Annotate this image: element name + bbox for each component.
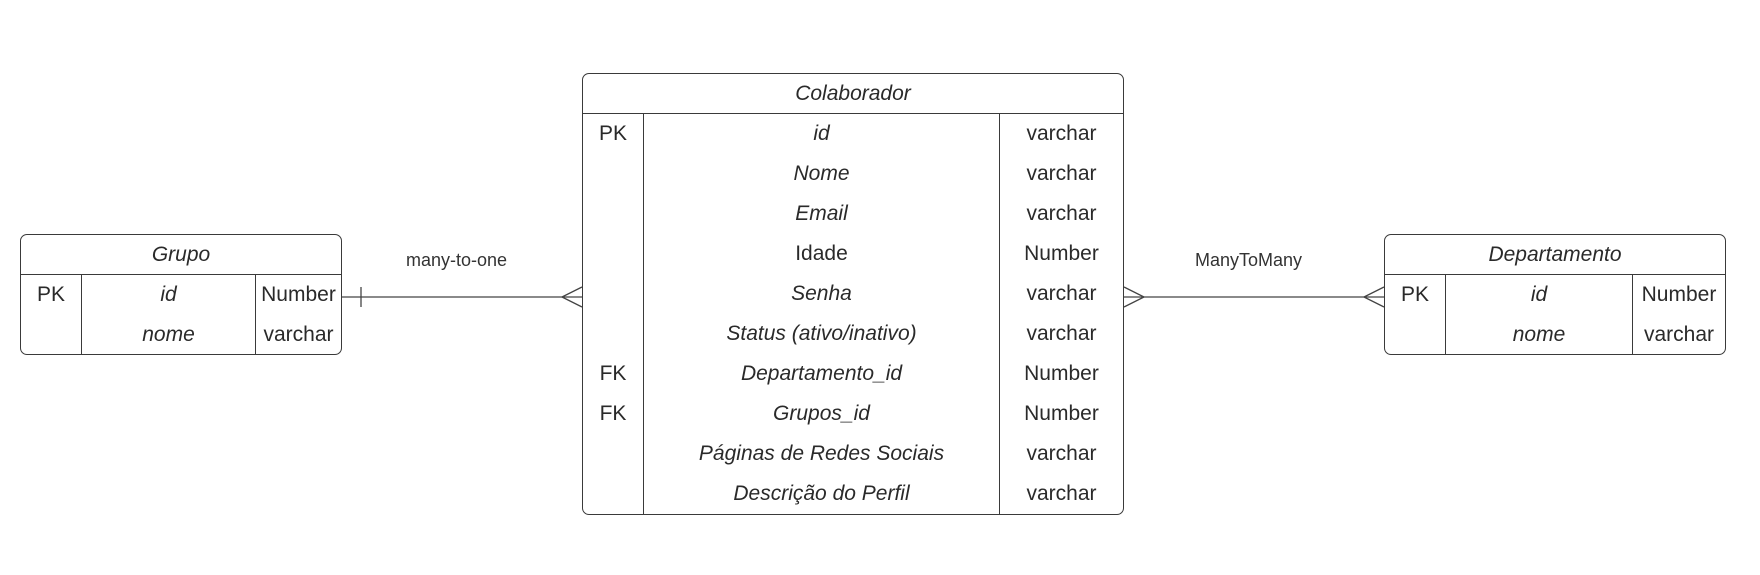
attribute-type: varchar (1643, 323, 1715, 346)
attribute-name: nome (142, 323, 195, 346)
attribute-type: Number (1024, 242, 1099, 265)
entity-title: Departamento (1385, 235, 1725, 275)
attribute-name: Nome (793, 162, 850, 185)
key-column: PK (1385, 275, 1446, 354)
attribute-type: varchar (1026, 322, 1097, 345)
attribute-name: Departamento_id (740, 362, 903, 385)
attribute-type: varchar (1026, 122, 1097, 145)
attribute-key (583, 274, 643, 314)
attribute-key (21, 315, 81, 354)
entity-grupo[interactable]: Grupo PK id nome Number varchar (20, 234, 342, 355)
attribute-type: varchar (1026, 482, 1097, 505)
attribute-type: varchar (1026, 282, 1097, 305)
name-column: id nome (1446, 275, 1632, 354)
attribute-key: PK (1400, 283, 1429, 306)
attribute-key (583, 154, 643, 194)
attribute-name: Status (ativo/inativo) (726, 322, 917, 345)
entity-title: Colaborador (583, 74, 1123, 114)
entity-title: Grupo (21, 235, 341, 275)
attribute-key: PK (36, 283, 65, 306)
crowfoot-colaborador-left-top (561, 286, 583, 298)
key-column: PK (21, 275, 82, 354)
attribute-key: FK (599, 402, 627, 425)
attribute-name: Grupos_id (773, 402, 870, 425)
attribute-key (583, 434, 643, 474)
attribute-type: Number (1641, 283, 1717, 306)
type-column: varchar varchar varchar Number varchar v… (999, 114, 1123, 514)
attribute-type: Number (1024, 362, 1099, 385)
attribute-key (1385, 315, 1445, 354)
type-column: Number varchar (255, 275, 341, 354)
attribute-name: Email (795, 202, 848, 225)
attribute-type: varchar (1026, 442, 1097, 465)
attribute-key (583, 314, 643, 354)
attribute-type: Number (1024, 402, 1099, 425)
crowfoot-departamento-bottom (1363, 296, 1385, 308)
attribute-name: id (813, 122, 830, 145)
attribute-name: nome (1512, 323, 1566, 346)
crowfoot-colaborador-right-bottom (1123, 296, 1145, 308)
attribute-type: Number (261, 283, 336, 306)
relationship-label-many-to-one: many-to-one (406, 250, 508, 270)
key-column: PK FK FK (583, 114, 644, 514)
attribute-type: varchar (1026, 162, 1097, 185)
crowfoot-departamento-top (1363, 286, 1385, 298)
attribute-name: Idade (795, 242, 848, 265)
attribute-type: varchar (263, 323, 334, 346)
attribute-key (583, 194, 643, 234)
attribute-name: id (1530, 283, 1548, 306)
attribute-key: FK (599, 362, 627, 385)
crowfoot-colaborador-right-top (1123, 286, 1145, 298)
attribute-name: id (160, 283, 177, 306)
attribute-type: varchar (1026, 202, 1097, 225)
relationship-label-many-to-many: ManyToMany (1195, 250, 1303, 270)
attribute-name: Páginas de Redes Sociais (698, 442, 945, 465)
attribute-key: PK (598, 122, 627, 145)
type-column: Number varchar (1632, 275, 1725, 354)
attribute-key (583, 234, 643, 274)
attribute-name: Descrição do Perfil (733, 482, 910, 505)
attribute-name: Senha (791, 282, 852, 305)
entity-departamento[interactable]: Departamento PK id nome Number varchar (1384, 234, 1726, 355)
name-column: id Nome Email Idade Senha Status (ativo/… (644, 114, 999, 514)
attribute-key (583, 474, 643, 514)
name-column: id nome (82, 275, 255, 354)
crowfoot-colaborador-left-bottom (561, 296, 583, 308)
entity-colaborador[interactable]: Colaborador PK FK FK id Nome Email Idade… (582, 73, 1124, 515)
